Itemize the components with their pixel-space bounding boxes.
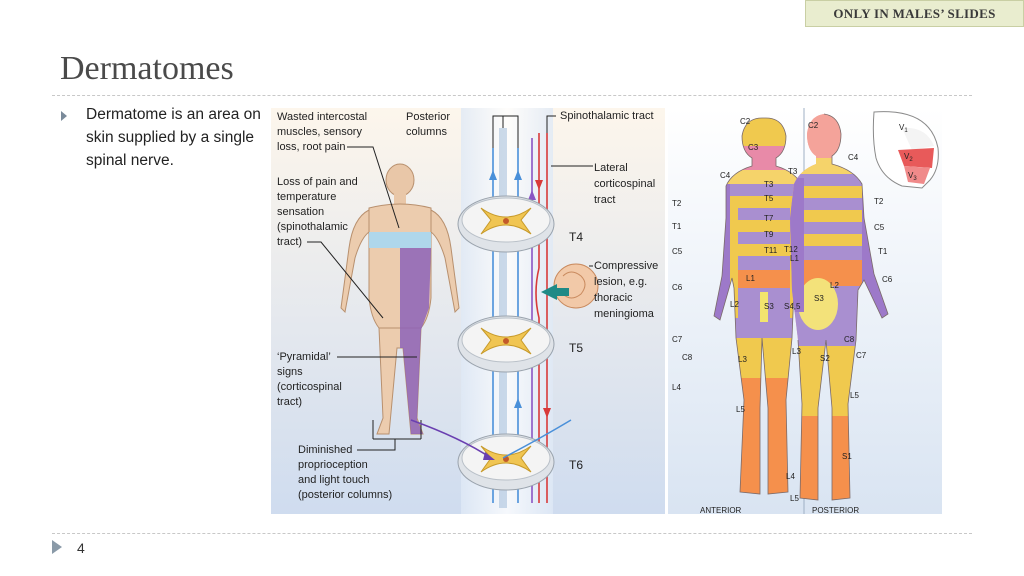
cord-labels: Posterior columns Spinothalamic tract La… <box>406 110 658 472</box>
label-ant-c4: C4 <box>720 171 731 180</box>
label-post-l5: L5 <box>850 391 859 400</box>
dermatome-labels: C2 C3 C2 C4 C4 T3 T5 T7 T9 T11 T12 L1 L1… <box>672 117 917 515</box>
label-v3: V3 <box>908 171 917 182</box>
bottom-divider <box>52 533 972 534</box>
label-ant-c8: C8 <box>682 353 693 362</box>
label-pain-line5: tract) <box>277 236 302 248</box>
label-ant-l1-mid: L1 <box>790 254 799 263</box>
label-ant-t7: T7 <box>764 214 774 223</box>
label-post-t3: T3 <box>788 167 798 176</box>
label-pain-line2: temperature <box>277 191 336 203</box>
label-compressive-line1: Compressive <box>594 260 658 272</box>
label-v1: V1 <box>899 123 908 134</box>
label-pyramidal-line3: (corticospinal <box>277 381 342 393</box>
label-ant-t5: T5 <box>764 194 774 203</box>
label-t6: T6 <box>569 458 583 472</box>
label-post-t1: T1 <box>878 247 888 256</box>
label-post-l3: L3 <box>792 347 801 356</box>
label-pyramidal-line2: signs <box>277 366 303 378</box>
label-diminished-line4: (posterior columns) <box>298 489 392 501</box>
label-posterior: POSTERIOR <box>812 506 859 514</box>
label-wasted-line3: loss, root pain <box>277 141 345 153</box>
label-diminished-line3: and light touch <box>298 474 370 486</box>
label-pyramidal-line1: ‘Pyramidal’ <box>277 351 331 363</box>
label-posterior-line1: Posterior <box>406 111 450 123</box>
label-post-c6: C6 <box>882 275 893 284</box>
label-anterior: ANTERIOR <box>700 506 742 514</box>
label-post-l2: L2 <box>830 281 839 290</box>
label-ant-c2: C2 <box>740 117 751 126</box>
cord-section-t4 <box>457 195 555 253</box>
label-ant-s3: S3 <box>764 302 774 311</box>
page-number: 4 <box>77 540 85 556</box>
label-ant-l4: L4 <box>672 383 681 392</box>
label-ant-c7: C7 <box>672 335 683 344</box>
label-spinothalamic: Spinothalamic tract <box>560 110 654 122</box>
label-ant-t2: T2 <box>672 199 682 208</box>
label-ant-c5: C5 <box>672 247 683 256</box>
bullet-text: Dermatome is an area on skin supplied by… <box>86 106 261 169</box>
label-wasted-line1: Wasted intercostal <box>277 111 367 123</box>
label-v2: V2 <box>904 152 913 163</box>
spinal-lesion-figure: Wasted intercostal muscles, sensory loss… <box>271 108 665 514</box>
cord-section-t5 <box>457 315 555 373</box>
body-figure <box>340 163 460 440</box>
label-ant-t3: T3 <box>764 180 774 189</box>
label-post-t2: T2 <box>874 197 884 206</box>
label-posterior-line2: columns <box>406 126 447 138</box>
label-ant-c6: C6 <box>672 283 683 292</box>
label-wasted-line2: muscles, sensory <box>277 126 362 138</box>
label-pain-line1: Loss of pain and <box>277 176 358 188</box>
affected-side-shading <box>400 248 431 434</box>
label-post-l5-foot: L5 <box>790 494 799 503</box>
label-post-c4: C4 <box>848 153 859 162</box>
label-pain-line3: sensation <box>277 206 324 218</box>
label-compressive-line3: thoracic <box>594 292 633 304</box>
cord-section-t6 <box>410 419 572 491</box>
label-post-c8: C8 <box>844 335 855 344</box>
label-post-l4: L4 <box>786 472 795 481</box>
males-slides-badge: ONLY IN MALES’ SLIDES <box>805 0 1024 27</box>
label-pyramidal-line4: tract) <box>277 396 302 408</box>
label-t5: T5 <box>569 341 583 355</box>
label-post-s1: S1 <box>842 452 852 461</box>
label-ant-t11: T11 <box>764 246 778 255</box>
label-ant-l5: L5 <box>736 405 745 414</box>
label-ant-l3: L3 <box>738 355 747 364</box>
label-ant-t9: T9 <box>764 230 774 239</box>
bullet-arrow-icon <box>61 111 67 121</box>
label-ant-s45: S4,5 <box>784 302 801 311</box>
label-lateral-line1: Lateral <box>594 162 628 174</box>
label-post-c7: C7 <box>856 351 867 360</box>
label-diminished-line2: proprioception <box>298 459 368 471</box>
page-arrow-icon <box>52 540 62 554</box>
left-labels: Wasted intercostal muscles, sensory loss… <box>277 111 417 501</box>
label-compressive-line2: lesion, e.g. <box>594 276 647 288</box>
label-diminished-line1: Diminished <box>298 444 352 456</box>
sensory-loss-band <box>369 232 431 248</box>
slide-title: Dermatomes <box>60 50 234 87</box>
label-ant-t12: T12 <box>784 245 798 254</box>
label-ant-l1: L1 <box>746 274 755 283</box>
meningioma-lesion <box>541 263 599 309</box>
label-ant-c3: C3 <box>748 143 759 152</box>
label-post-s2: S2 <box>820 354 830 363</box>
trigeminal-head-inset <box>872 111 939 189</box>
dermatome-map-figure: C2 C3 C2 C4 C4 T3 T5 T7 T9 T11 T12 L1 L1… <box>668 108 942 515</box>
label-post-c5: C5 <box>874 223 885 232</box>
label-compressive-line4: meningioma <box>594 308 655 320</box>
label-post-c2: C2 <box>808 121 819 130</box>
label-post-s3: S3 <box>814 294 824 303</box>
compression-arrow-icon <box>541 284 557 300</box>
label-ant-t1: T1 <box>672 222 682 231</box>
label-pain-line4: (spinothalamic <box>277 221 348 233</box>
label-t4: T4 <box>569 230 583 244</box>
label-ant-l2: L2 <box>730 300 739 309</box>
spinal-lesion-svg: Wasted intercostal muscles, sensory loss… <box>271 108 665 514</box>
top-divider <box>52 95 972 96</box>
dermatome-map-svg: C2 C3 C2 C4 C4 T3 T5 T7 T9 T11 T12 L1 L1… <box>668 108 942 515</box>
label-lateral-line3: tract <box>594 194 615 206</box>
label-lateral-line2: corticospinal <box>594 178 655 190</box>
